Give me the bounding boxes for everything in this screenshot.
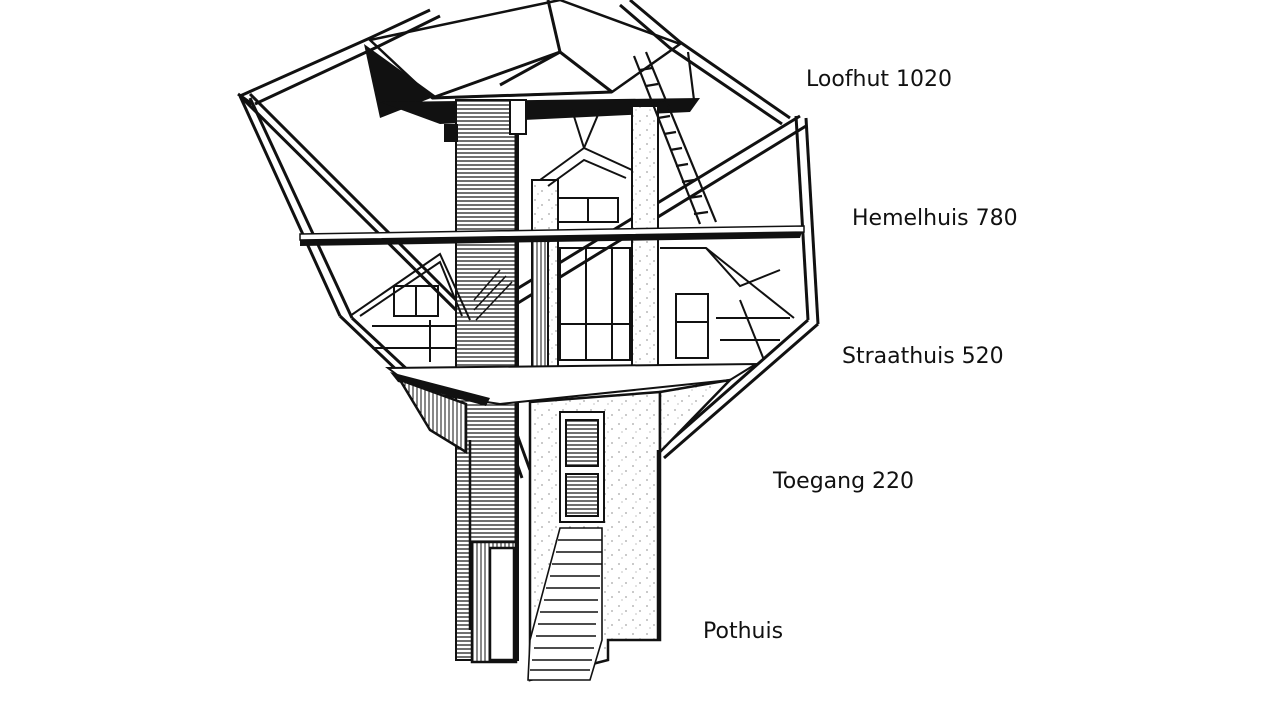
inner-posts [531, 105, 659, 381]
level-label-hemelhuis: Hemelhuis 780 [852, 206, 1018, 231]
lower-windows [559, 411, 605, 523]
ground-door [470, 540, 518, 664]
level-label-straathuis: Straathuis 520 [842, 344, 1004, 369]
inner-stair [473, 269, 513, 321]
upper-gable [539, 109, 633, 223]
ladder [632, 51, 718, 225]
middle-windows [349, 247, 795, 362]
front-staircase [527, 527, 603, 681]
cube-frame-struts [237, 92, 820, 479]
level-label-toegang: Toegang 220 [773, 469, 915, 494]
hemelhuis-floor [299, 225, 805, 246]
level-label-loofhut: Loofhut 1020 [806, 67, 953, 92]
level-label-pothuis: Pothuis [703, 619, 784, 644]
